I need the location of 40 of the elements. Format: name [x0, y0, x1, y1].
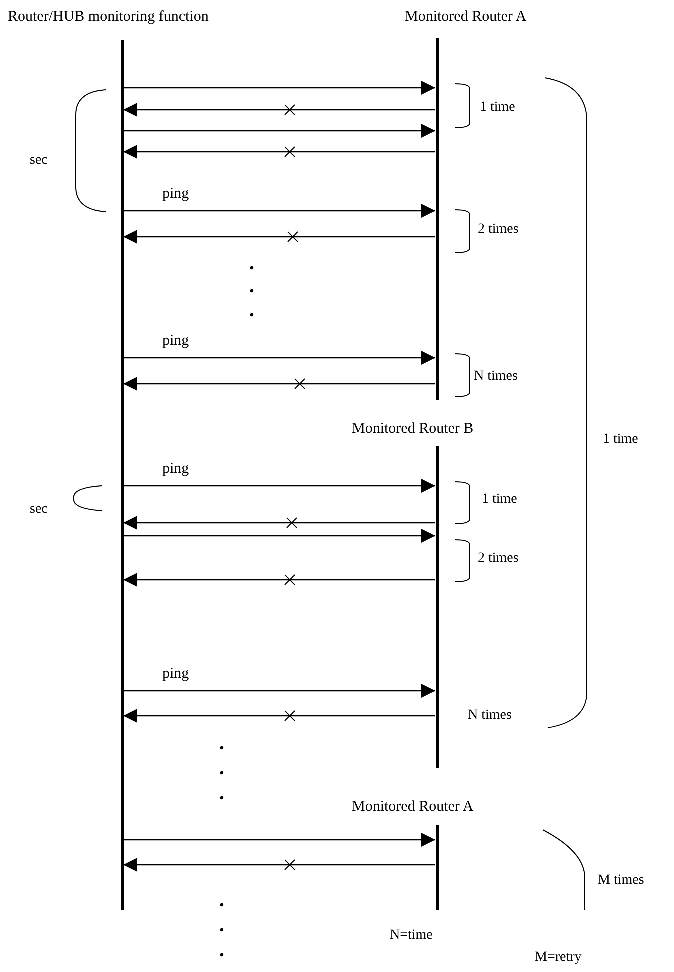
participant-label: Router/HUB monitoring function: [8, 8, 209, 26]
arrow: [124, 81, 436, 95]
arrow: [124, 145, 436, 159]
arrow: [124, 479, 436, 493]
annotation-text: 2 times: [478, 222, 519, 238]
annotation-text: N times: [474, 369, 518, 385]
annotation-text: 1 time: [480, 100, 516, 116]
lifeline: [120, 40, 124, 910]
arrow: [124, 124, 436, 138]
edge-label: ping: [160, 461, 192, 478]
arrow: [124, 833, 436, 847]
lifeline: [436, 825, 438, 910]
annotation-text: N times: [468, 708, 512, 724]
annotation-text: 1 time: [603, 432, 638, 448]
annotation-text: M=retry: [535, 950, 582, 966]
annotation-text: sec: [30, 502, 48, 518]
participant-label: Monitored Router B: [352, 420, 474, 438]
arrow: [124, 684, 436, 698]
arrow: [124, 103, 436, 117]
lifeline: [436, 38, 438, 400]
arrow: [124, 709, 436, 723]
annotation-text: M times: [598, 873, 644, 889]
edge-label: ping: [160, 333, 192, 350]
participant-label: Monitored Router A: [352, 798, 474, 816]
arrow: [124, 351, 436, 365]
participant-label: Monitored Router A: [405, 8, 527, 26]
edge-label: ping: [160, 186, 192, 203]
annotation-text: 2 times: [478, 551, 519, 567]
arrow: [124, 858, 436, 872]
arrow: [124, 230, 436, 244]
annotation-text: sec: [30, 153, 48, 169]
arrow: [124, 529, 436, 543]
annotation-text: N=time: [390, 928, 433, 944]
edge-label: ping: [160, 666, 192, 683]
arrow: [124, 204, 436, 218]
arrow: [124, 377, 436, 391]
lifeline: [436, 446, 438, 768]
annotation-text: 1 time: [482, 492, 518, 508]
arrow: [124, 573, 436, 587]
arrow: [124, 516, 436, 530]
